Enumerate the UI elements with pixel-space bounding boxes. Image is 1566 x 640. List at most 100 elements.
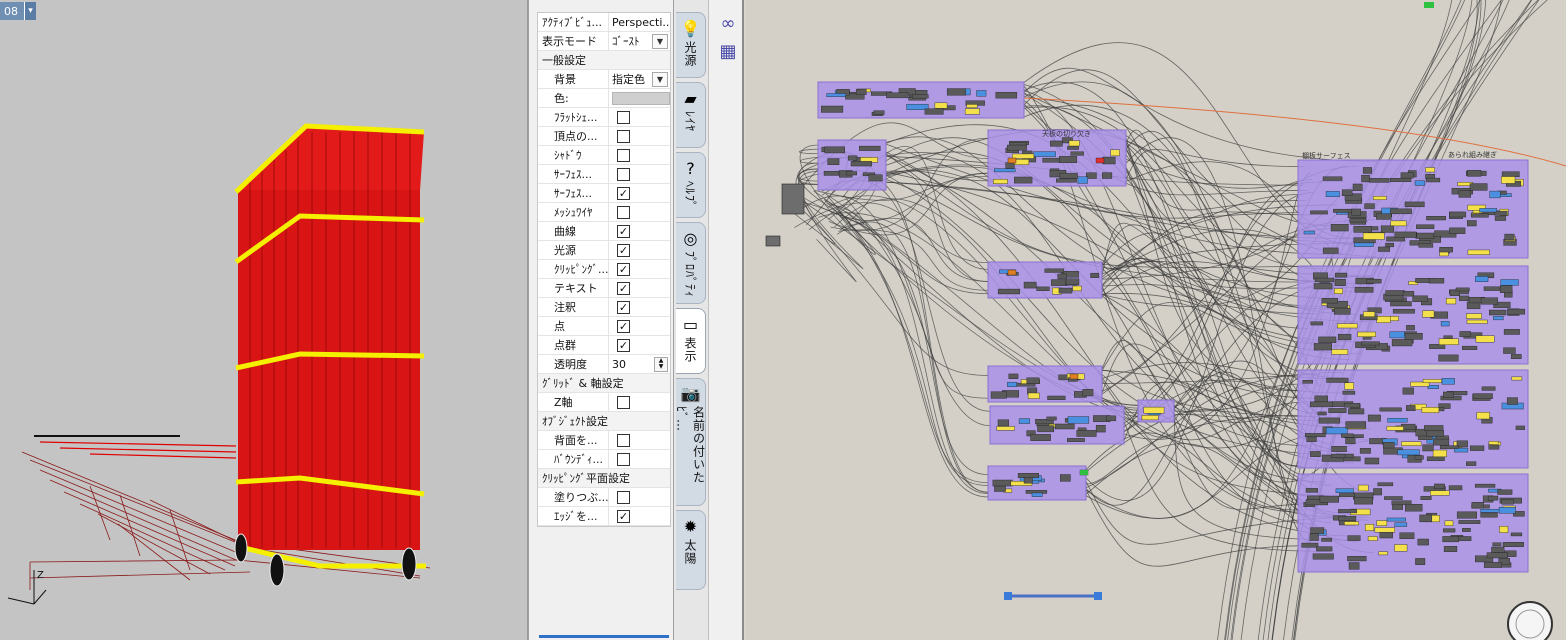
property-value-cell[interactable]: ✓ [608, 506, 670, 526]
property-value-cell[interactable]: ✓ [608, 183, 670, 203]
property-value-cell[interactable] [608, 126, 670, 146]
component-node [1501, 171, 1520, 178]
property-checkbox[interactable] [617, 452, 630, 466]
viewport-tab-dropdown[interactable]: ▾ [24, 2, 36, 20]
qr-icon[interactable]: ▦ [719, 40, 737, 62]
property-row[interactable]: ｸﾘｯﾋﾟﾝｸﾞ...✓ [538, 259, 670, 279]
property-value-cell[interactable] [608, 392, 670, 412]
property-checkbox[interactable] [617, 490, 630, 504]
tab-layer[interactable]: ▰ﾚｲﾔ [676, 82, 706, 148]
tab-sun[interactable]: ✹太陽 [676, 510, 706, 590]
component-node [1475, 335, 1495, 343]
color-swatch[interactable] [612, 91, 670, 105]
component-node [1361, 341, 1380, 346]
property-checkbox[interactable]: ✓ [617, 338, 630, 352]
component-node [1317, 411, 1327, 416]
property-value-cell[interactable]: ✓ [608, 221, 670, 241]
property-checkbox[interactable] [617, 205, 630, 219]
component-node [1110, 149, 1120, 157]
property-checkbox[interactable] [617, 433, 630, 447]
property-value-cell[interactable] [608, 202, 670, 222]
property-value-cell[interactable]: ✓ [608, 278, 670, 298]
property-value-cell[interactable] [608, 487, 670, 507]
property-row[interactable]: 背景指定色▼ [538, 69, 670, 89]
tab-display[interactable]: ▭表示 [676, 308, 706, 374]
property-checkbox[interactable]: ✓ [617, 281, 630, 295]
property-value-cell[interactable] [608, 88, 670, 108]
link-icon[interactable]: ∞ [720, 12, 736, 34]
property-row[interactable]: ｻｰﾌｪｽ...✓ [538, 183, 670, 203]
component-node [994, 168, 1016, 173]
property-value-cell[interactable]: 指定色▼ [608, 69, 670, 89]
property-checkbox[interactable]: ✓ [617, 224, 630, 238]
property-row[interactable]: ｴｯｼﾞを...✓ [538, 506, 670, 526]
property-value-cell[interactable] [608, 164, 670, 184]
property-checkbox[interactable] [617, 110, 630, 124]
property-checkbox[interactable]: ✓ [617, 319, 630, 333]
property-row[interactable]: ﾊﾞｳﾝﾃﾞｨ... [538, 449, 670, 469]
tab-help[interactable]: ?ﾍﾙﾌﾟ [676, 152, 706, 218]
tab-props[interactable]: ◎ﾌﾟﾛﾊﾟﾃｨ [676, 222, 706, 304]
property-row[interactable]: ｱｸﾃｨﾌﾞﾋﾞｭ...Perspecti... [538, 12, 670, 32]
property-row[interactable]: 点群✓ [538, 335, 670, 355]
property-row[interactable]: 点✓ [538, 316, 670, 336]
property-row[interactable]: 塗りつぶ... [538, 487, 670, 507]
property-checkbox[interactable]: ✓ [617, 262, 630, 276]
component-node [946, 88, 966, 96]
property-value-cell[interactable]: Perspecti... [608, 12, 670, 32]
property-row[interactable]: 曲線✓ [538, 221, 670, 241]
property-value-cell[interactable]: ✓ [608, 297, 670, 317]
component-node [1014, 176, 1033, 184]
property-value-cell[interactable] [608, 145, 670, 165]
property-value-cell[interactable] [608, 449, 670, 469]
component-node [1426, 216, 1446, 221]
property-checkbox[interactable]: ✓ [617, 509, 630, 523]
wire [1101, 343, 1327, 400]
property-checkbox[interactable] [617, 395, 630, 409]
grasshopper-canvas[interactable]: 天板の切り欠き棚板サーフェスあられ組み継ぎ [746, 0, 1566, 640]
component-node [1362, 232, 1385, 240]
property-checkbox[interactable] [617, 167, 630, 181]
property-row[interactable]: ｼｬﾄﾞｳ [538, 145, 670, 165]
property-row[interactable]: 頂点の... [538, 126, 670, 146]
property-checkbox[interactable] [617, 148, 630, 162]
property-value-cell[interactable]: ✓ [608, 335, 670, 355]
viewport-tab[interactable]: 08 ▾ [0, 2, 36, 20]
component-node [1030, 434, 1051, 441]
property-row[interactable]: ﾒｯｼｭﾜｲﾔ [538, 202, 670, 222]
tab-named[interactable]: 📷名前の付いたﾋﾞ… [675, 378, 706, 506]
property-row[interactable]: ﾌﾗｯﾄｼｪ... [538, 107, 670, 127]
property-checkbox[interactable] [617, 129, 630, 143]
property-checkbox[interactable]: ✓ [617, 243, 630, 257]
component-node [1326, 427, 1348, 435]
property-value-cell[interactable]: ✓ [608, 316, 670, 336]
chevron-down-icon[interactable]: ▼ [652, 33, 668, 49]
property-row[interactable]: Z軸 [538, 392, 670, 412]
property-value-cell[interactable]: ✓ [608, 240, 670, 260]
property-row[interactable]: テキスト✓ [538, 278, 670, 298]
property-value-cell[interactable] [608, 107, 670, 127]
spinner-arrows-icon[interactable]: ▲▼ [654, 356, 668, 372]
tab-light[interactable]: 💡光源 [676, 12, 706, 78]
property-row[interactable]: 光源✓ [538, 240, 670, 260]
component-node [1430, 490, 1450, 496]
properties-grid: ｱｸﾃｨﾌﾞﾋﾞｭ...Perspecti...表示モードｺﾞｰｽﾄ▼ 一般設定背… [537, 12, 671, 527]
navigation-compass-icon [1507, 601, 1553, 640]
rhino-viewport[interactable]: 08 ▾ [0, 0, 528, 640]
property-checkbox[interactable]: ✓ [617, 300, 630, 314]
property-value-cell[interactable]: 30▲▼ [608, 354, 670, 374]
property-row[interactable]: ｻｰﾌｪｽ... [538, 164, 670, 184]
component-node [1391, 339, 1413, 347]
chevron-down-icon[interactable]: ▼ [652, 71, 668, 87]
property-row[interactable]: 注釈✓ [538, 297, 670, 317]
property-checkbox[interactable]: ✓ [617, 186, 630, 200]
property-row[interactable]: 色: [538, 88, 670, 108]
property-label: 一般設定 [542, 54, 586, 67]
property-value-cell[interactable]: ✓ [608, 259, 670, 279]
component-node [1072, 285, 1082, 292]
property-row[interactable]: 表示モードｺﾞｰｽﾄ▼ [538, 31, 670, 51]
property-value-cell[interactable] [608, 430, 670, 450]
property-value-cell[interactable]: ｺﾞｰｽﾄ▼ [608, 31, 670, 51]
property-row[interactable]: 背面を... [538, 430, 670, 450]
